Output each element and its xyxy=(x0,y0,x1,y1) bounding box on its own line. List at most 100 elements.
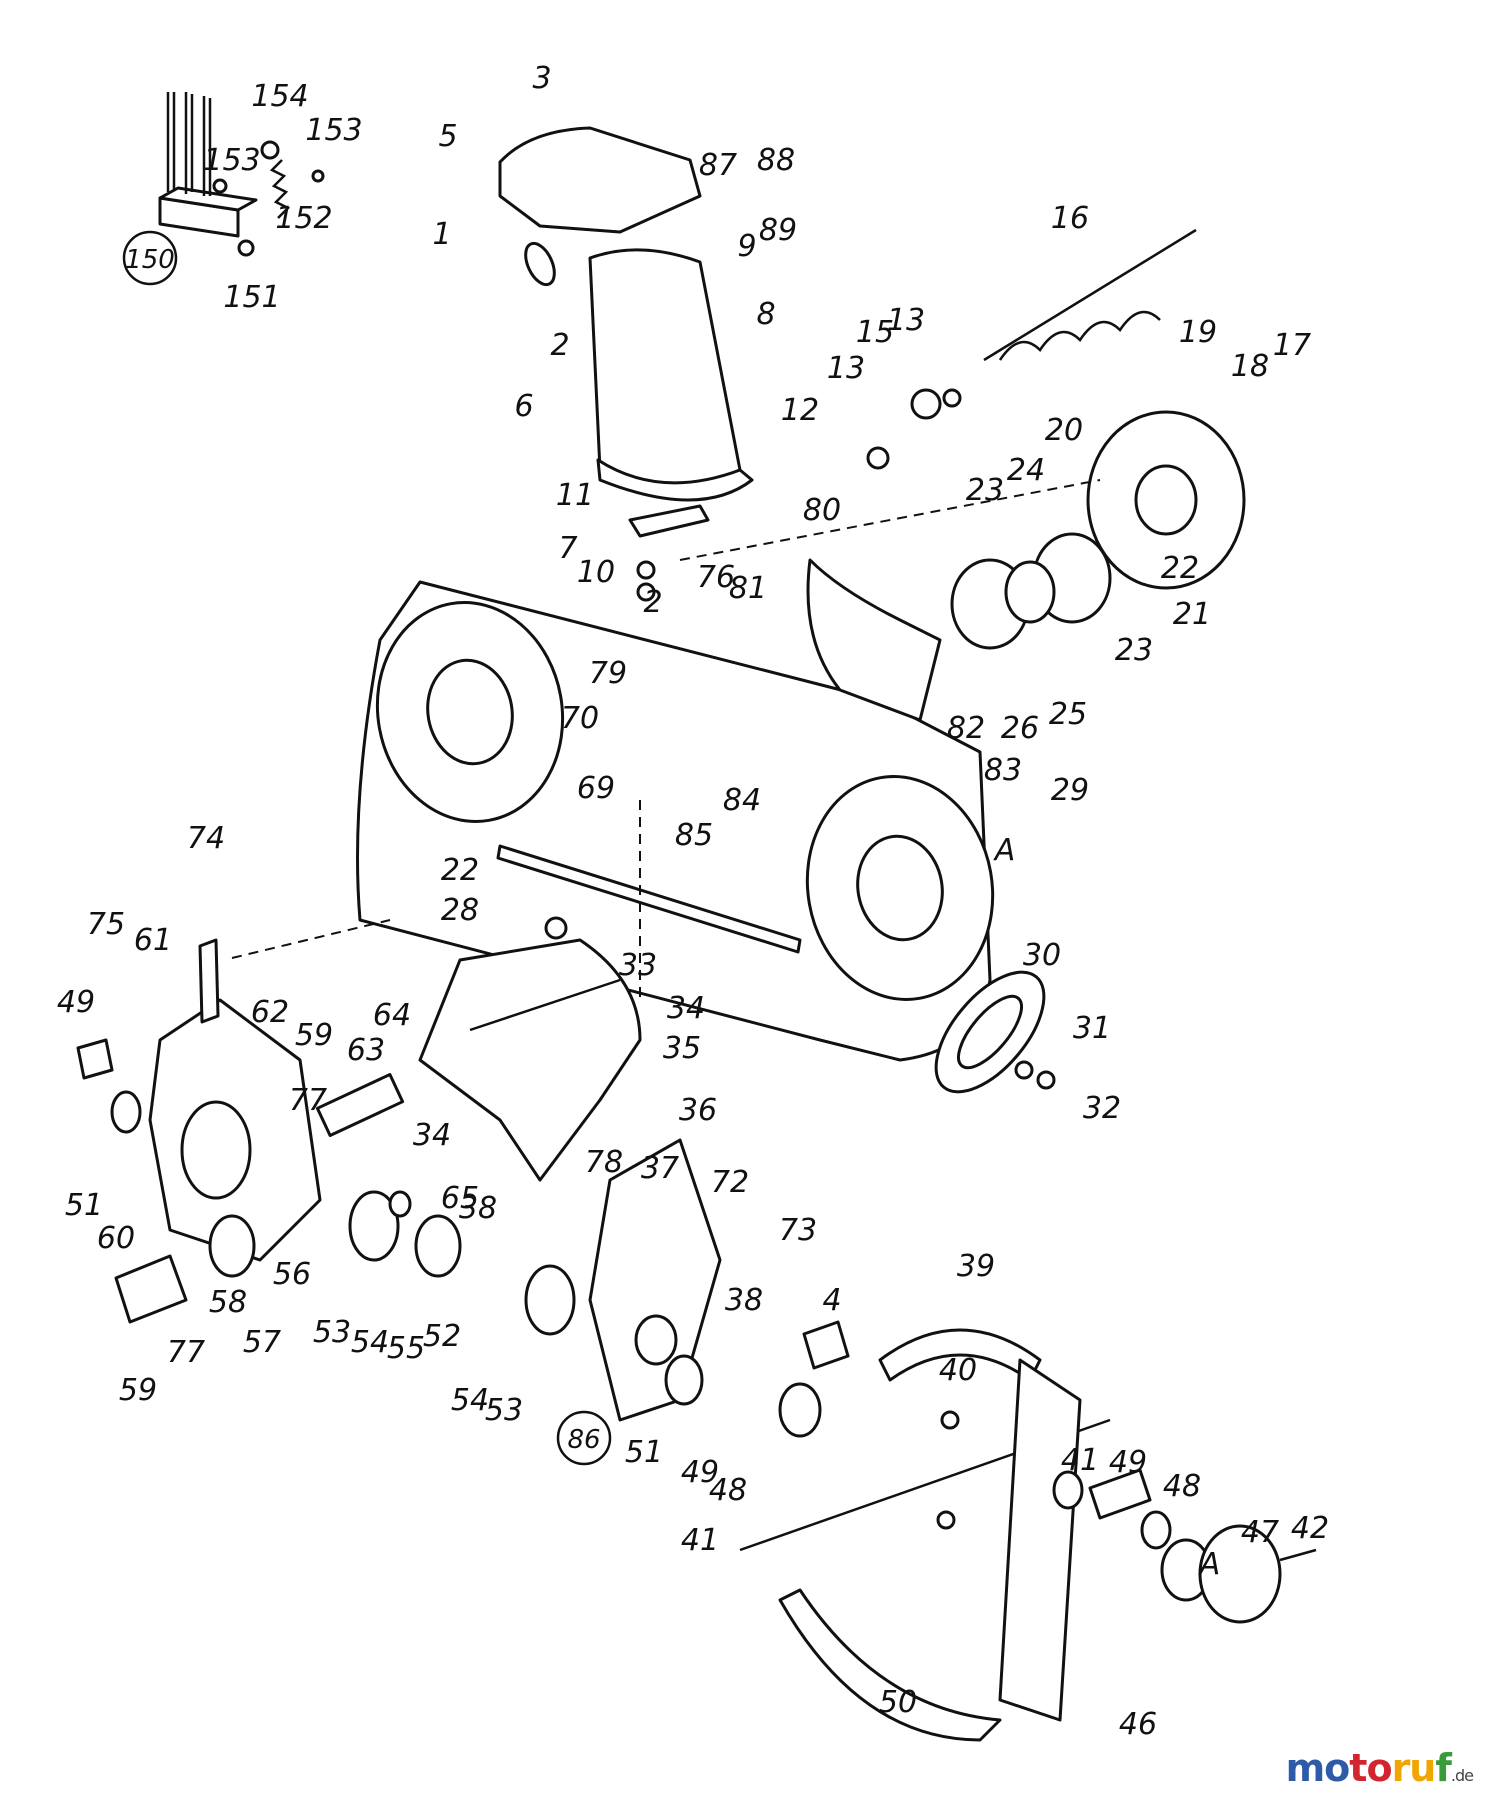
callout-label: 42 xyxy=(1291,1511,1329,1546)
callout-label: 59 xyxy=(119,1373,157,1408)
callout-label: 76 xyxy=(697,560,735,595)
watermark-logo: motoruf.de xyxy=(1285,1746,1474,1790)
callout-label: 56 xyxy=(273,1257,311,1292)
callout-label: 13 xyxy=(887,303,925,338)
callout-label: 20 xyxy=(1045,413,1083,448)
callout-label: 80 xyxy=(803,493,841,528)
callout-label: 63 xyxy=(347,1033,385,1068)
callout-label: 15 xyxy=(856,315,894,350)
callout-label: 86 xyxy=(567,1425,600,1455)
callout-label: 54 xyxy=(351,1325,389,1360)
callout-label: 81 xyxy=(729,571,767,606)
callout-label: 39 xyxy=(957,1249,995,1284)
callout-label: 61 xyxy=(134,923,172,958)
callout-label: 78 xyxy=(585,1145,623,1180)
callout-label: 153 xyxy=(203,143,260,178)
callout-label: 54 xyxy=(451,1383,489,1418)
callout-label: 24 xyxy=(1007,453,1045,488)
callout-label: 55 xyxy=(387,1331,425,1366)
callout-label: 150 xyxy=(125,245,175,275)
auger-housing xyxy=(231,479,1101,1062)
callout-label: 79 xyxy=(589,656,627,691)
impeller xyxy=(418,916,642,1182)
callout-label: 52 xyxy=(423,1319,461,1354)
callout-label: 77 xyxy=(289,1083,327,1118)
callout-label: 41 xyxy=(1061,1443,1099,1478)
callout-label: 23 xyxy=(966,473,1004,508)
drive-shaft-pulley xyxy=(866,228,1246,650)
callout-label: 51 xyxy=(65,1188,103,1223)
callout-label: 49 xyxy=(1109,1445,1147,1480)
callout-label: 9 xyxy=(737,229,756,264)
right-gear-housing xyxy=(588,1138,850,1438)
callout-label: 25 xyxy=(1049,697,1087,732)
callout-label: 50 xyxy=(879,1685,917,1720)
callout-label: 82 xyxy=(947,711,985,746)
callout-label: 37 xyxy=(641,1151,679,1186)
auger-spiral xyxy=(739,1328,1111,1742)
callout-label: 73 xyxy=(779,1213,817,1248)
callout-label: 53 xyxy=(485,1393,523,1428)
callout-label: 48 xyxy=(1163,1469,1201,1504)
callout-label: 49 xyxy=(57,985,95,1020)
callout-label: 32 xyxy=(1083,1091,1121,1126)
callout-label: A xyxy=(993,833,1016,868)
callout-label: 10 xyxy=(577,555,615,590)
callout-label: 4 xyxy=(822,1283,841,1318)
callout-label: 49 xyxy=(681,1455,719,1490)
callout-label: 34 xyxy=(413,1118,451,1153)
callout-label: 57 xyxy=(243,1325,281,1360)
callout-circle xyxy=(122,230,178,286)
callout-circle xyxy=(556,1410,612,1466)
callout-label: 13 xyxy=(827,351,865,386)
callout-label: 70 xyxy=(561,701,599,736)
callout-label: 16 xyxy=(1051,201,1089,236)
callout-label: 7 xyxy=(558,531,577,566)
callout-label: 5 xyxy=(438,119,457,154)
callout-label: 38 xyxy=(459,1191,497,1226)
callout-label: 85 xyxy=(675,818,713,853)
callout-label: 22 xyxy=(441,853,479,888)
callout-label: 51 xyxy=(625,1435,663,1470)
callout-label: 36 xyxy=(679,1093,717,1128)
callout-label: 60 xyxy=(97,1221,135,1256)
callout-label: 38 xyxy=(725,1283,763,1318)
callout-label: 41 xyxy=(681,1523,719,1558)
callout-label: 17 xyxy=(1273,328,1311,363)
callout-label: 154 xyxy=(251,79,308,114)
callout-label: 11 xyxy=(556,478,594,513)
callout-label: 8 xyxy=(756,297,775,332)
callout-label: 59 xyxy=(295,1018,333,1053)
callout-label: 1 xyxy=(432,217,451,252)
callout-label: 88 xyxy=(757,143,795,178)
callout-label: 69 xyxy=(577,771,615,806)
callout-label: 2 xyxy=(643,585,662,620)
callout-label: 12 xyxy=(781,393,819,428)
callout-label: 47 xyxy=(1241,1515,1279,1550)
callout-label: 19 xyxy=(1179,315,1217,350)
callout-label: 46 xyxy=(1119,1707,1157,1742)
callout-label: 72 xyxy=(711,1165,749,1200)
callout-label: 34 xyxy=(667,991,705,1026)
callout-label: A xyxy=(1198,1547,1221,1582)
callout-label: 40 xyxy=(939,1353,977,1388)
right-end-bearing xyxy=(1052,1468,1317,1624)
callout-label: 29 xyxy=(1051,773,1089,808)
callout-label: 6 xyxy=(514,389,533,424)
discharge-chute xyxy=(498,126,754,602)
callout-label: 152 xyxy=(275,201,332,236)
callout-label: 62 xyxy=(251,995,289,1030)
left-gearbox xyxy=(76,938,576,1336)
callout-label: 83 xyxy=(984,753,1022,788)
callout-label: 74 xyxy=(187,821,225,856)
callout-label: 23 xyxy=(1115,633,1153,668)
callout-label: 18 xyxy=(1231,349,1269,384)
callout-label: 22 xyxy=(1161,551,1199,586)
callout-label: 30 xyxy=(1023,938,1061,973)
callout-label: 84 xyxy=(723,783,761,818)
callout-label: 21 xyxy=(1173,597,1211,632)
callout-label: 28 xyxy=(441,893,479,928)
callout-label: 151 xyxy=(223,280,280,315)
